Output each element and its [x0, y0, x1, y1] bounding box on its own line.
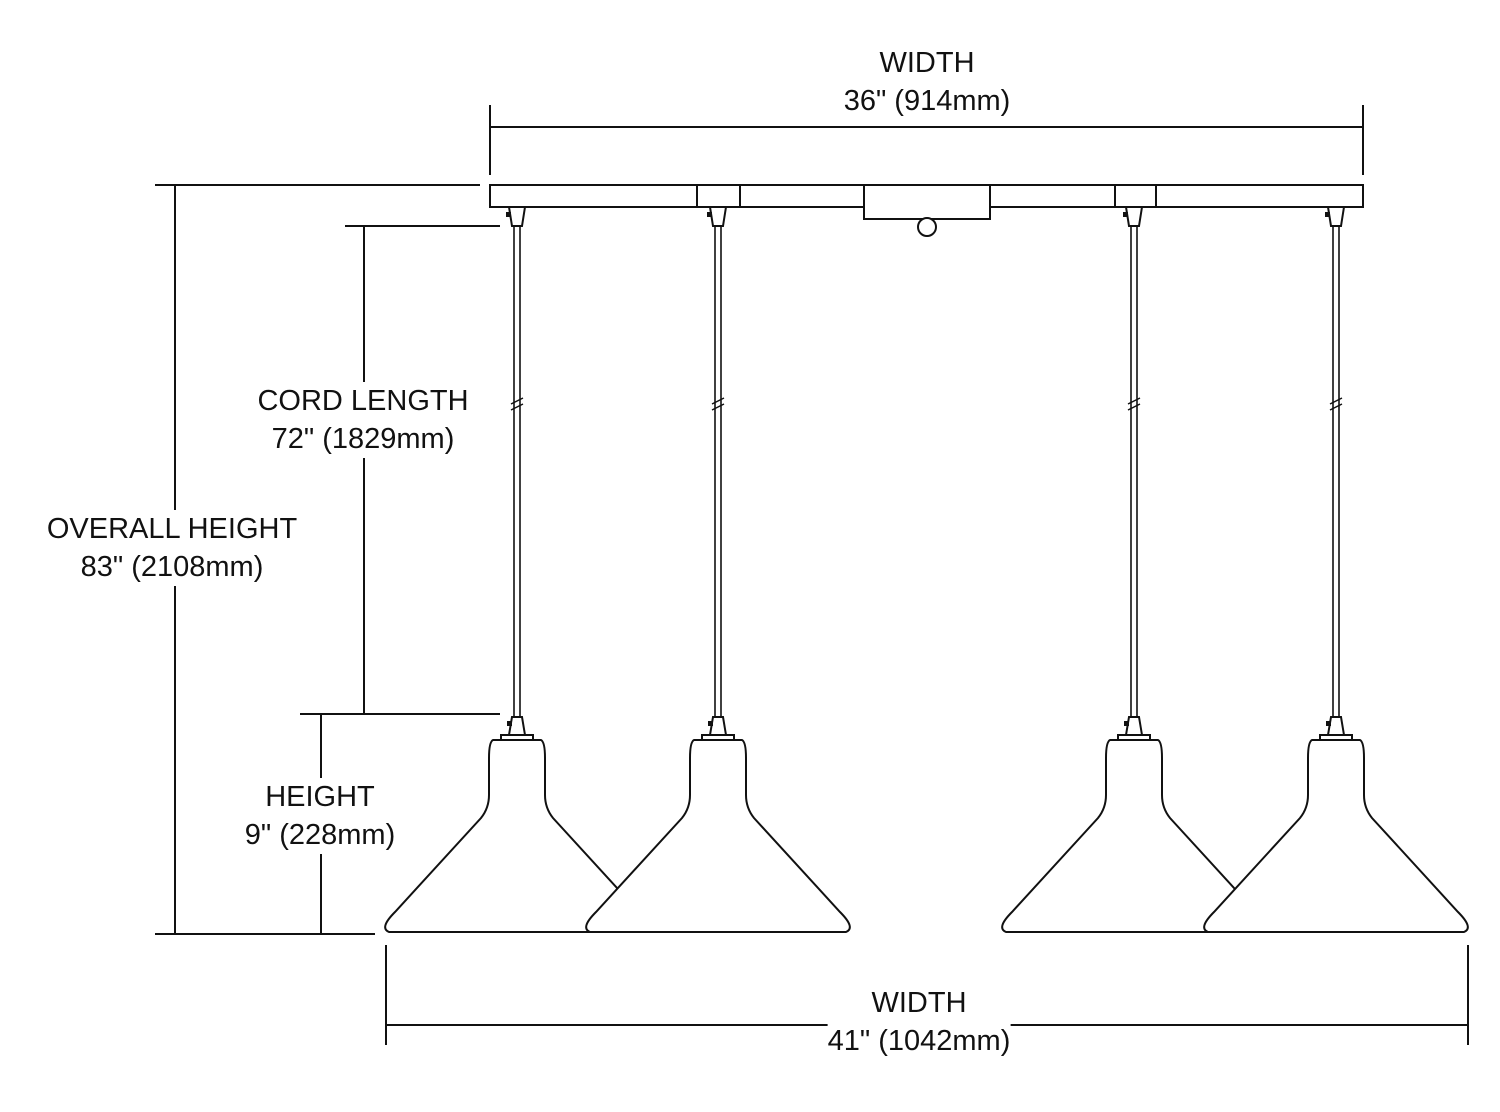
canopy	[489, 184, 1364, 237]
set-screw	[506, 212, 511, 217]
set-screw	[708, 721, 713, 726]
cord-break-mark	[1127, 397, 1141, 411]
top-width-dimension	[489, 105, 1364, 175]
pendant-2	[585, 206, 851, 933]
cord-break-mark	[711, 397, 725, 411]
top-socket	[1326, 206, 1346, 227]
top-socket	[507, 206, 527, 227]
set-screw	[1123, 212, 1128, 217]
set-screw	[1325, 212, 1330, 217]
top-socket	[1124, 206, 1144, 227]
glass-shade	[1203, 739, 1469, 933]
set-screw	[1326, 721, 1331, 726]
cord-break-mark	[510, 397, 524, 411]
set-screw	[707, 212, 712, 217]
set-screw	[507, 721, 512, 726]
cord-length-dimension	[300, 225, 500, 715]
top-socket	[708, 206, 728, 227]
pendant-3	[1001, 206, 1267, 933]
cord-break-mark	[1329, 397, 1343, 411]
pendant-1	[384, 206, 650, 933]
set-screw	[1124, 721, 1129, 726]
pendant-4	[1203, 206, 1469, 933]
glass-shade	[585, 739, 851, 933]
